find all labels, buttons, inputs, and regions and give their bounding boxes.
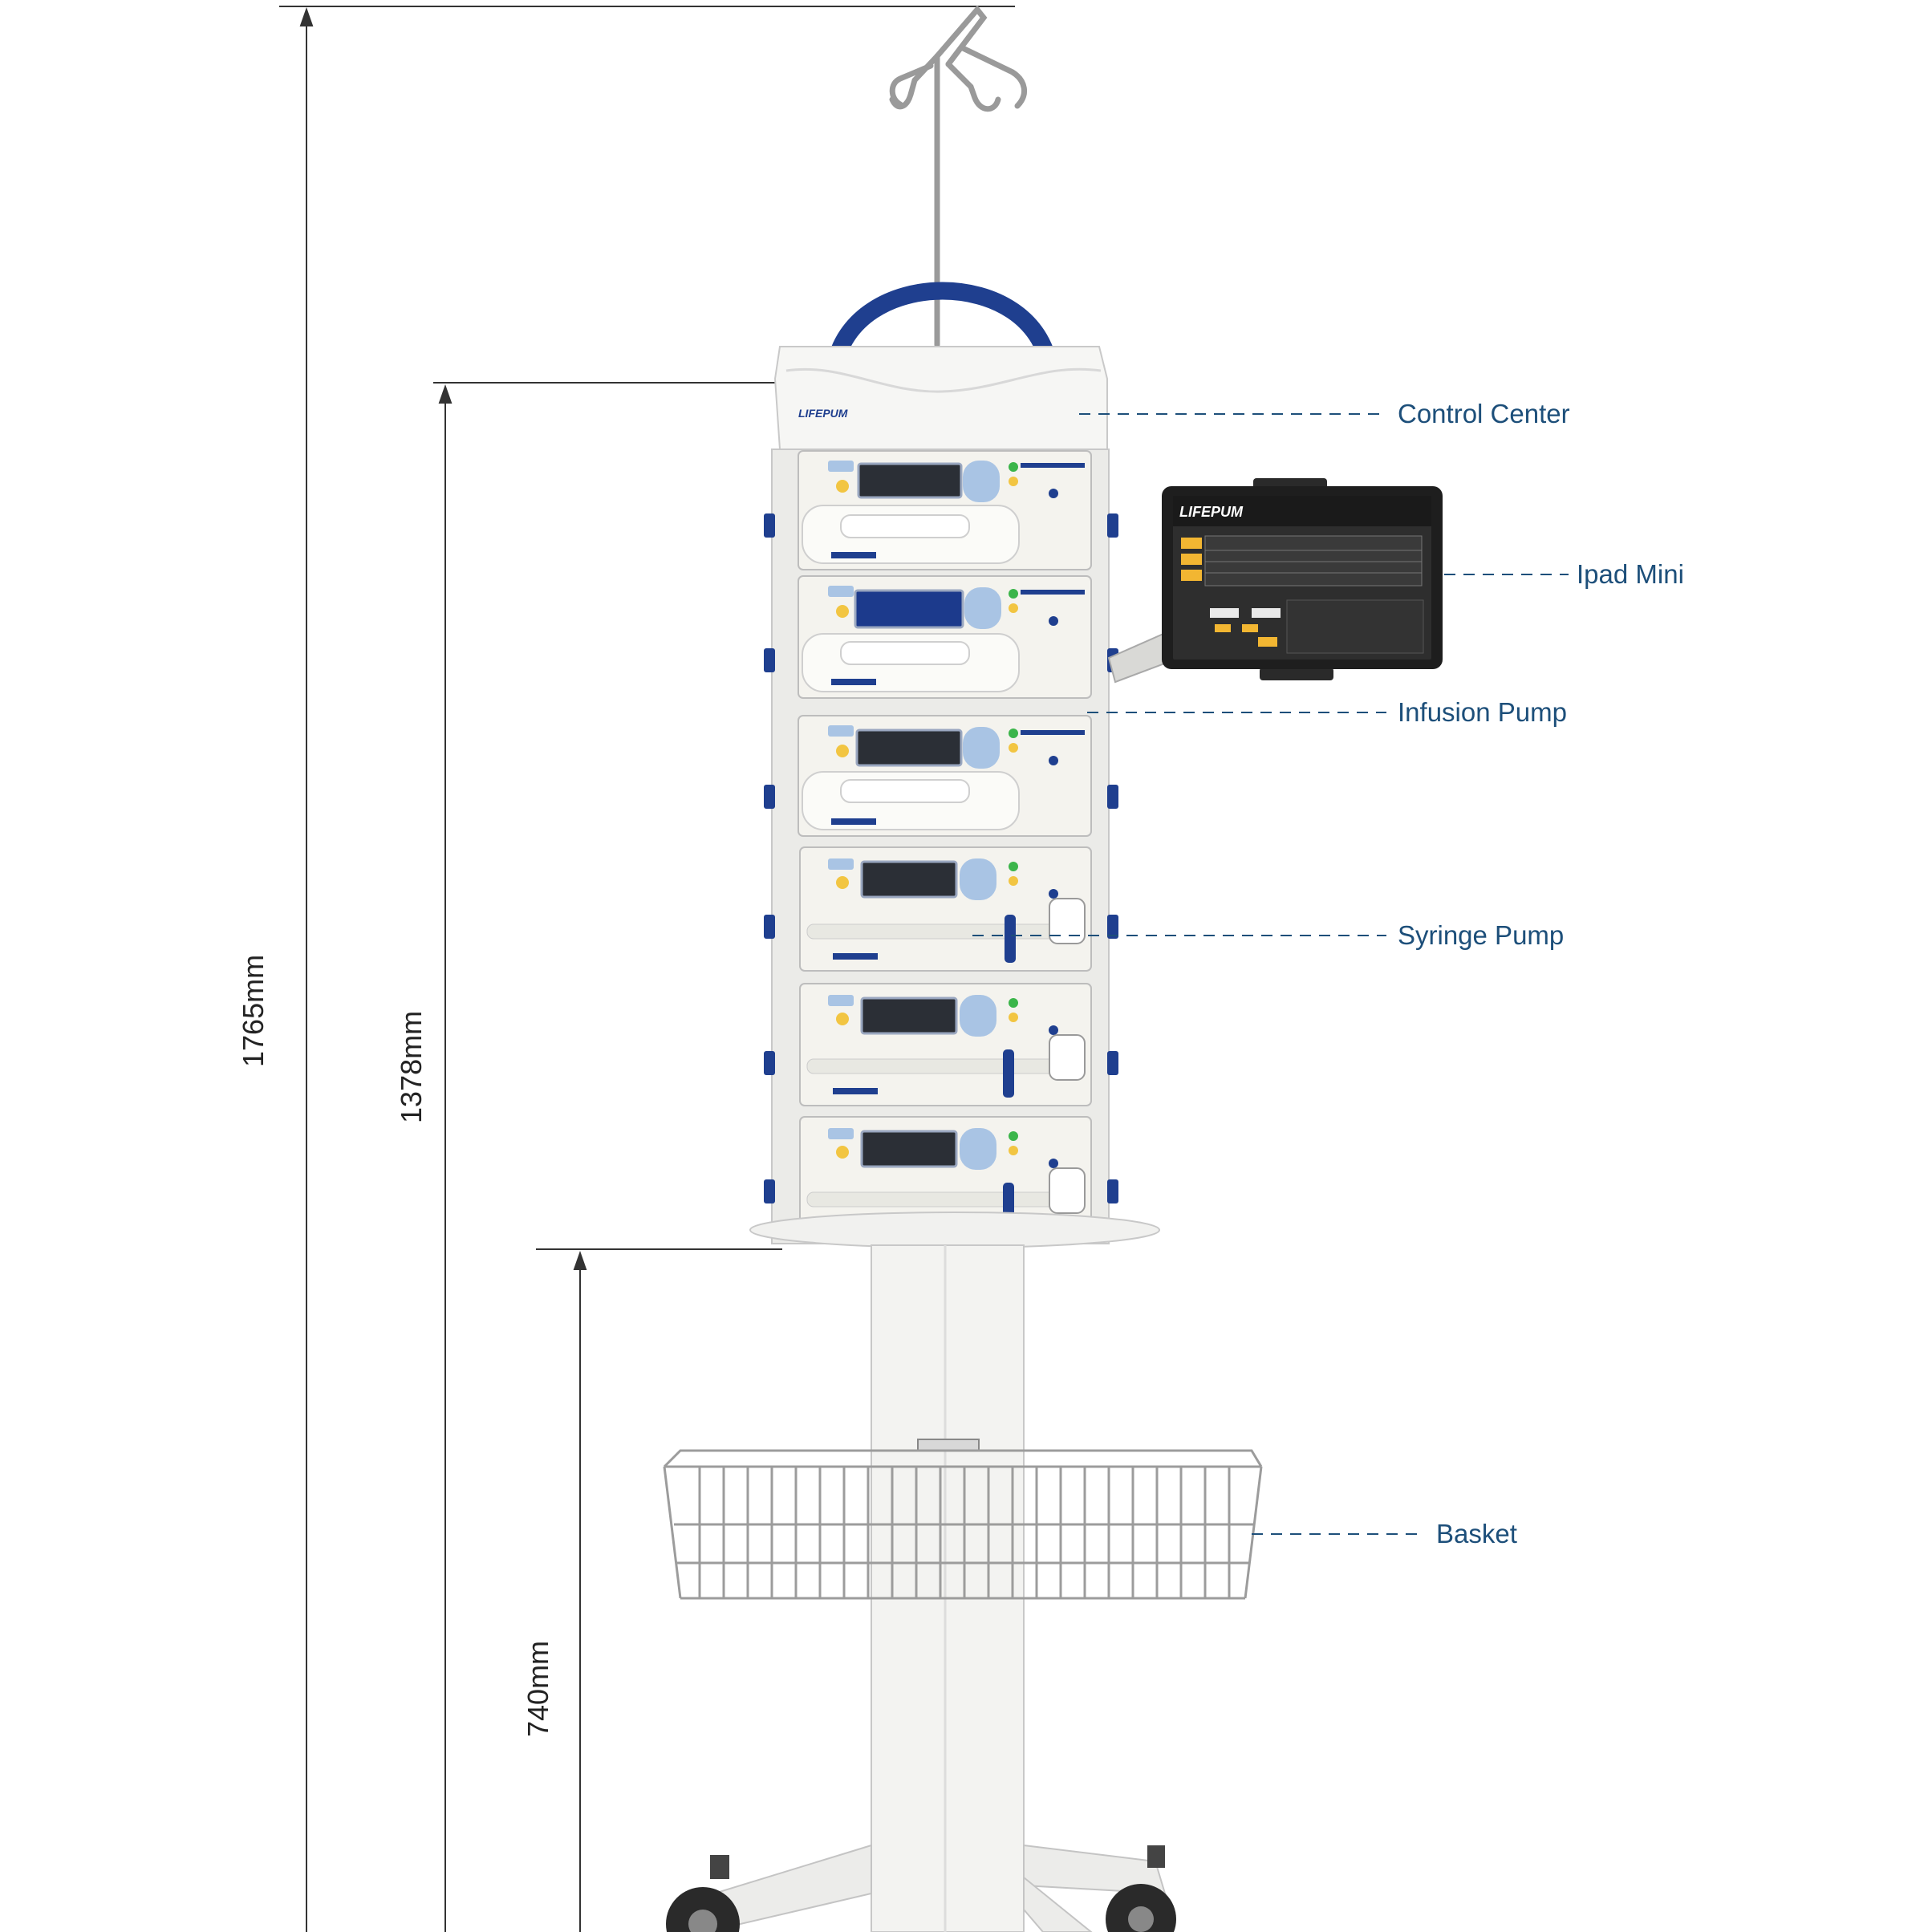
callout-syringe-pump: Syringe Pump: [1398, 920, 1564, 950]
infusion-pump-2: [798, 575, 1092, 699]
tablet-logo: LIFEPUM: [1179, 504, 1244, 520]
syringe-pump-2: [799, 983, 1092, 1106]
control-center-logo: LIFEPUM: [798, 407, 848, 420]
callout-lines: [972, 413, 1569, 1535]
base-plate: [749, 1212, 1160, 1248]
dimension-base-label: 740mm: [522, 1641, 554, 1737]
infusion-pump-1: [798, 450, 1092, 570]
carry-handle: [826, 282, 1058, 378]
tablet: LIFEPUM: [1162, 486, 1443, 669]
dimension-workstation: [433, 382, 780, 1932]
support-column: [871, 1244, 1025, 1932]
callout-control-center: Control Center: [1398, 399, 1570, 428]
base-legs: [704, 1844, 1167, 1932]
dimension-total: [279, 6, 1015, 1932]
caster-wheels: [666, 1845, 1176, 1932]
infusion-pump-3: [798, 715, 1092, 837]
dimension-workstation-label: 1378mm: [395, 1011, 428, 1123]
callout-infusion-pump: Infusion Pump: [1398, 697, 1567, 727]
dimension-total-label: 1765mm: [237, 955, 270, 1067]
control-center-unit: LIFEPUM: [773, 346, 1108, 450]
callout-ipad-mini: Ipad Mini: [1577, 559, 1684, 589]
callout-basket: Basket: [1436, 1519, 1517, 1548]
dimension-base: [536, 1248, 782, 1932]
wire-basket: [663, 1439, 1263, 1600]
syringe-pump-1: [799, 846, 1092, 972]
